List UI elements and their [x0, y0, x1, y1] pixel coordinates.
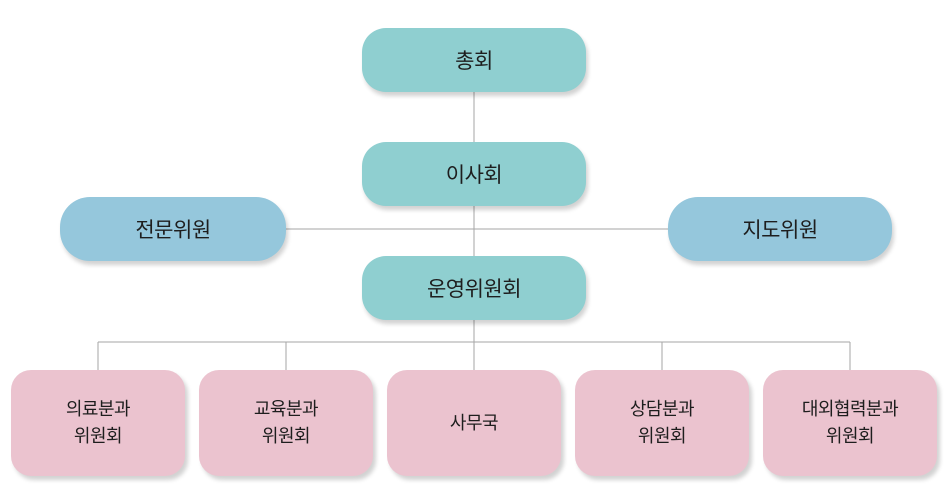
node-board-label: 이사회 — [445, 163, 503, 187]
node-education-committee: 교육분과 위원회 — [199, 370, 373, 476]
node-steering-committee: 운영위원회 — [362, 256, 586, 320]
node-expert-committee: 전문위원 — [60, 197, 286, 261]
node-external-committee: 대외협력분과 위원회 — [763, 370, 937, 476]
node-general-assembly: 총회 — [362, 28, 586, 92]
node-advisory-committee-label: 지도위원 — [742, 218, 818, 242]
node-counseling-committee-line1: 상담분과 — [629, 399, 695, 420]
node-steering-committee-label: 운영위원회 — [426, 277, 522, 301]
node-secretariat: 사무국 — [387, 370, 561, 476]
node-counseling-committee: 상담분과 위원회 — [575, 370, 749, 476]
node-education-committee-line1: 교육분과 — [253, 399, 319, 420]
node-counseling-committee-line2: 위원회 — [637, 426, 687, 447]
node-advisory-committee: 지도위원 — [668, 197, 892, 261]
node-secretariat-label: 사무국 — [449, 412, 499, 434]
node-medical-committee-line1: 의료분과 — [65, 399, 131, 420]
node-expert-committee-label: 전문위원 — [135, 218, 211, 242]
node-board: 이사회 — [362, 142, 586, 206]
node-medical-committee-line2: 위원회 — [73, 426, 123, 447]
node-medical-committee: 의료분과 위원회 — [11, 370, 185, 476]
node-general-assembly-label: 총회 — [455, 49, 493, 73]
node-external-committee-line2: 위원회 — [825, 426, 875, 447]
node-external-committee-line1: 대외협력분과 — [801, 399, 899, 420]
node-education-committee-line2: 위원회 — [261, 426, 311, 447]
